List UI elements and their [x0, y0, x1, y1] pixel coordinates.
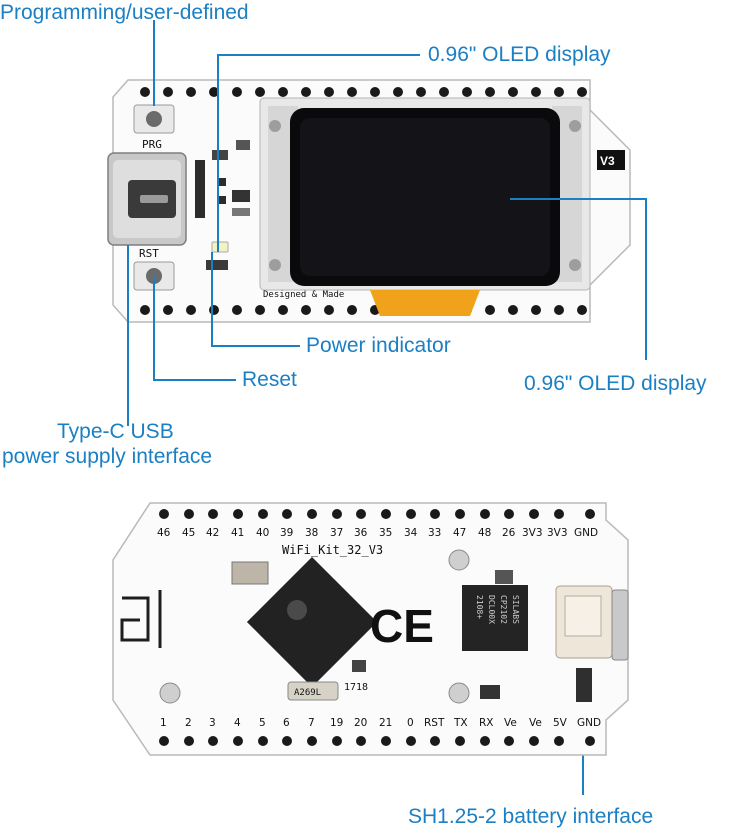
- chip-text-4: 2108+: [475, 595, 484, 619]
- chip-text-2: CP2102: [499, 595, 508, 624]
- oled-flex-cable: [370, 290, 480, 316]
- chip-text-3: DCL00X: [487, 595, 496, 624]
- top-board: PRG RST Des: [107, 79, 631, 323]
- pin-label: 1: [160, 717, 167, 729]
- transistor: [495, 570, 513, 584]
- pin-label: RX: [479, 717, 494, 729]
- bottom-header-top: [159, 509, 595, 519]
- passive-components: [195, 140, 250, 218]
- pin-label: 38: [305, 527, 318, 539]
- pin-label: 42: [206, 527, 219, 539]
- ce-mark: CE: [370, 600, 434, 652]
- callout-oled-top: 0.96" OLED display: [428, 43, 611, 66]
- pin-label: GND: [577, 717, 601, 729]
- callout-oled-right: 0.96" OLED display: [524, 372, 707, 395]
- callout-programming: Programming/user-defined: [0, 1, 249, 24]
- callout-reset: Reset: [242, 368, 297, 391]
- version-badge: V3: [597, 150, 625, 170]
- pin-label: 5: [259, 717, 266, 729]
- pin-label: 33: [428, 527, 441, 539]
- chip-text-1: SILABS: [511, 595, 520, 624]
- pin-label: 34: [404, 527, 418, 539]
- pin-label: 3V3: [547, 527, 568, 539]
- callout-usb-line1: Type-C USB: [57, 420, 174, 443]
- usb-c-connector: [107, 152, 187, 246]
- pin-label: 19: [330, 717, 343, 729]
- pin-label: RST: [424, 717, 445, 729]
- pin-label: 37: [330, 527, 343, 539]
- crystal-top: [231, 561, 269, 585]
- pin-label: 36: [354, 527, 368, 539]
- callout-battery: SH1.25-2 battery interface: [408, 805, 654, 828]
- power-led: [206, 241, 229, 270]
- pin-label: 26: [502, 527, 516, 539]
- mounting-screws: [159, 549, 470, 704]
- top-pin-labels: 46 45 42 41 40 39 38 37 36 35 34 33 47 4…: [157, 527, 598, 539]
- bottom-board: 46 45 42 41 40 39 38 37 36 35 34 33 47 4…: [112, 502, 629, 756]
- pin-label: 5V: [553, 717, 568, 729]
- pin-label: 21: [379, 717, 392, 729]
- pin-label: TX: [453, 717, 468, 729]
- pin-label: 2: [185, 717, 192, 729]
- pin-label: 6: [283, 717, 290, 729]
- battery-connector: [555, 585, 613, 702]
- pin-label: 45: [182, 527, 195, 539]
- transistor: [352, 660, 366, 672]
- pin-label: 47: [453, 527, 466, 539]
- pin-label: Ve: [529, 717, 542, 729]
- model-label: WiFi_Kit_32_V3: [282, 543, 383, 557]
- esp32-chip: [246, 556, 378, 688]
- pin-label: 40: [256, 527, 269, 539]
- crystal-label: A269L: [294, 688, 321, 698]
- pin-label: 41: [231, 527, 244, 539]
- oled-module: [259, 97, 591, 316]
- pin-label: 0: [407, 717, 414, 729]
- pin-label: 4: [234, 717, 241, 729]
- bottom-pin-labels: 1 2 3 4 5 6 7 19 20 21 0 RST TX RX Ve Ve…: [160, 717, 601, 729]
- pin-label: 39: [280, 527, 293, 539]
- antenna-trace: [120, 590, 162, 648]
- prg-button: PRG: [133, 104, 175, 151]
- usb-port-side: [611, 589, 629, 661]
- rst-label: RST: [139, 247, 159, 260]
- pin-label: 20: [354, 717, 367, 729]
- callout-usb-line2: power supply interface: [2, 445, 213, 468]
- crystal-bottom: A269L: [287, 681, 339, 701]
- version-label: V3: [600, 154, 615, 168]
- bottom-header-bottom: [159, 736, 595, 746]
- designed-text: Designed & Made: [263, 290, 344, 300]
- pin-label: 3: [209, 717, 216, 729]
- top-board-header-top: [140, 87, 587, 97]
- usb-serial-chip: SILABS CP2102 DCL00X 2108+: [462, 585, 528, 651]
- pin-label: GND: [574, 527, 598, 539]
- prg-label: PRG: [142, 138, 162, 151]
- pin-label: 3V3: [522, 527, 543, 539]
- callout-lines: [127, 20, 647, 795]
- small-silk-label: 1718: [344, 682, 368, 693]
- pin-label: 48: [478, 527, 491, 539]
- pin-label: 46: [157, 527, 171, 539]
- callout-power-indicator: Power indicator: [306, 334, 451, 357]
- pin-label: 7: [308, 717, 315, 729]
- pin-label: 35: [379, 527, 392, 539]
- pin-label: Ve: [504, 717, 517, 729]
- transistor: [480, 685, 500, 699]
